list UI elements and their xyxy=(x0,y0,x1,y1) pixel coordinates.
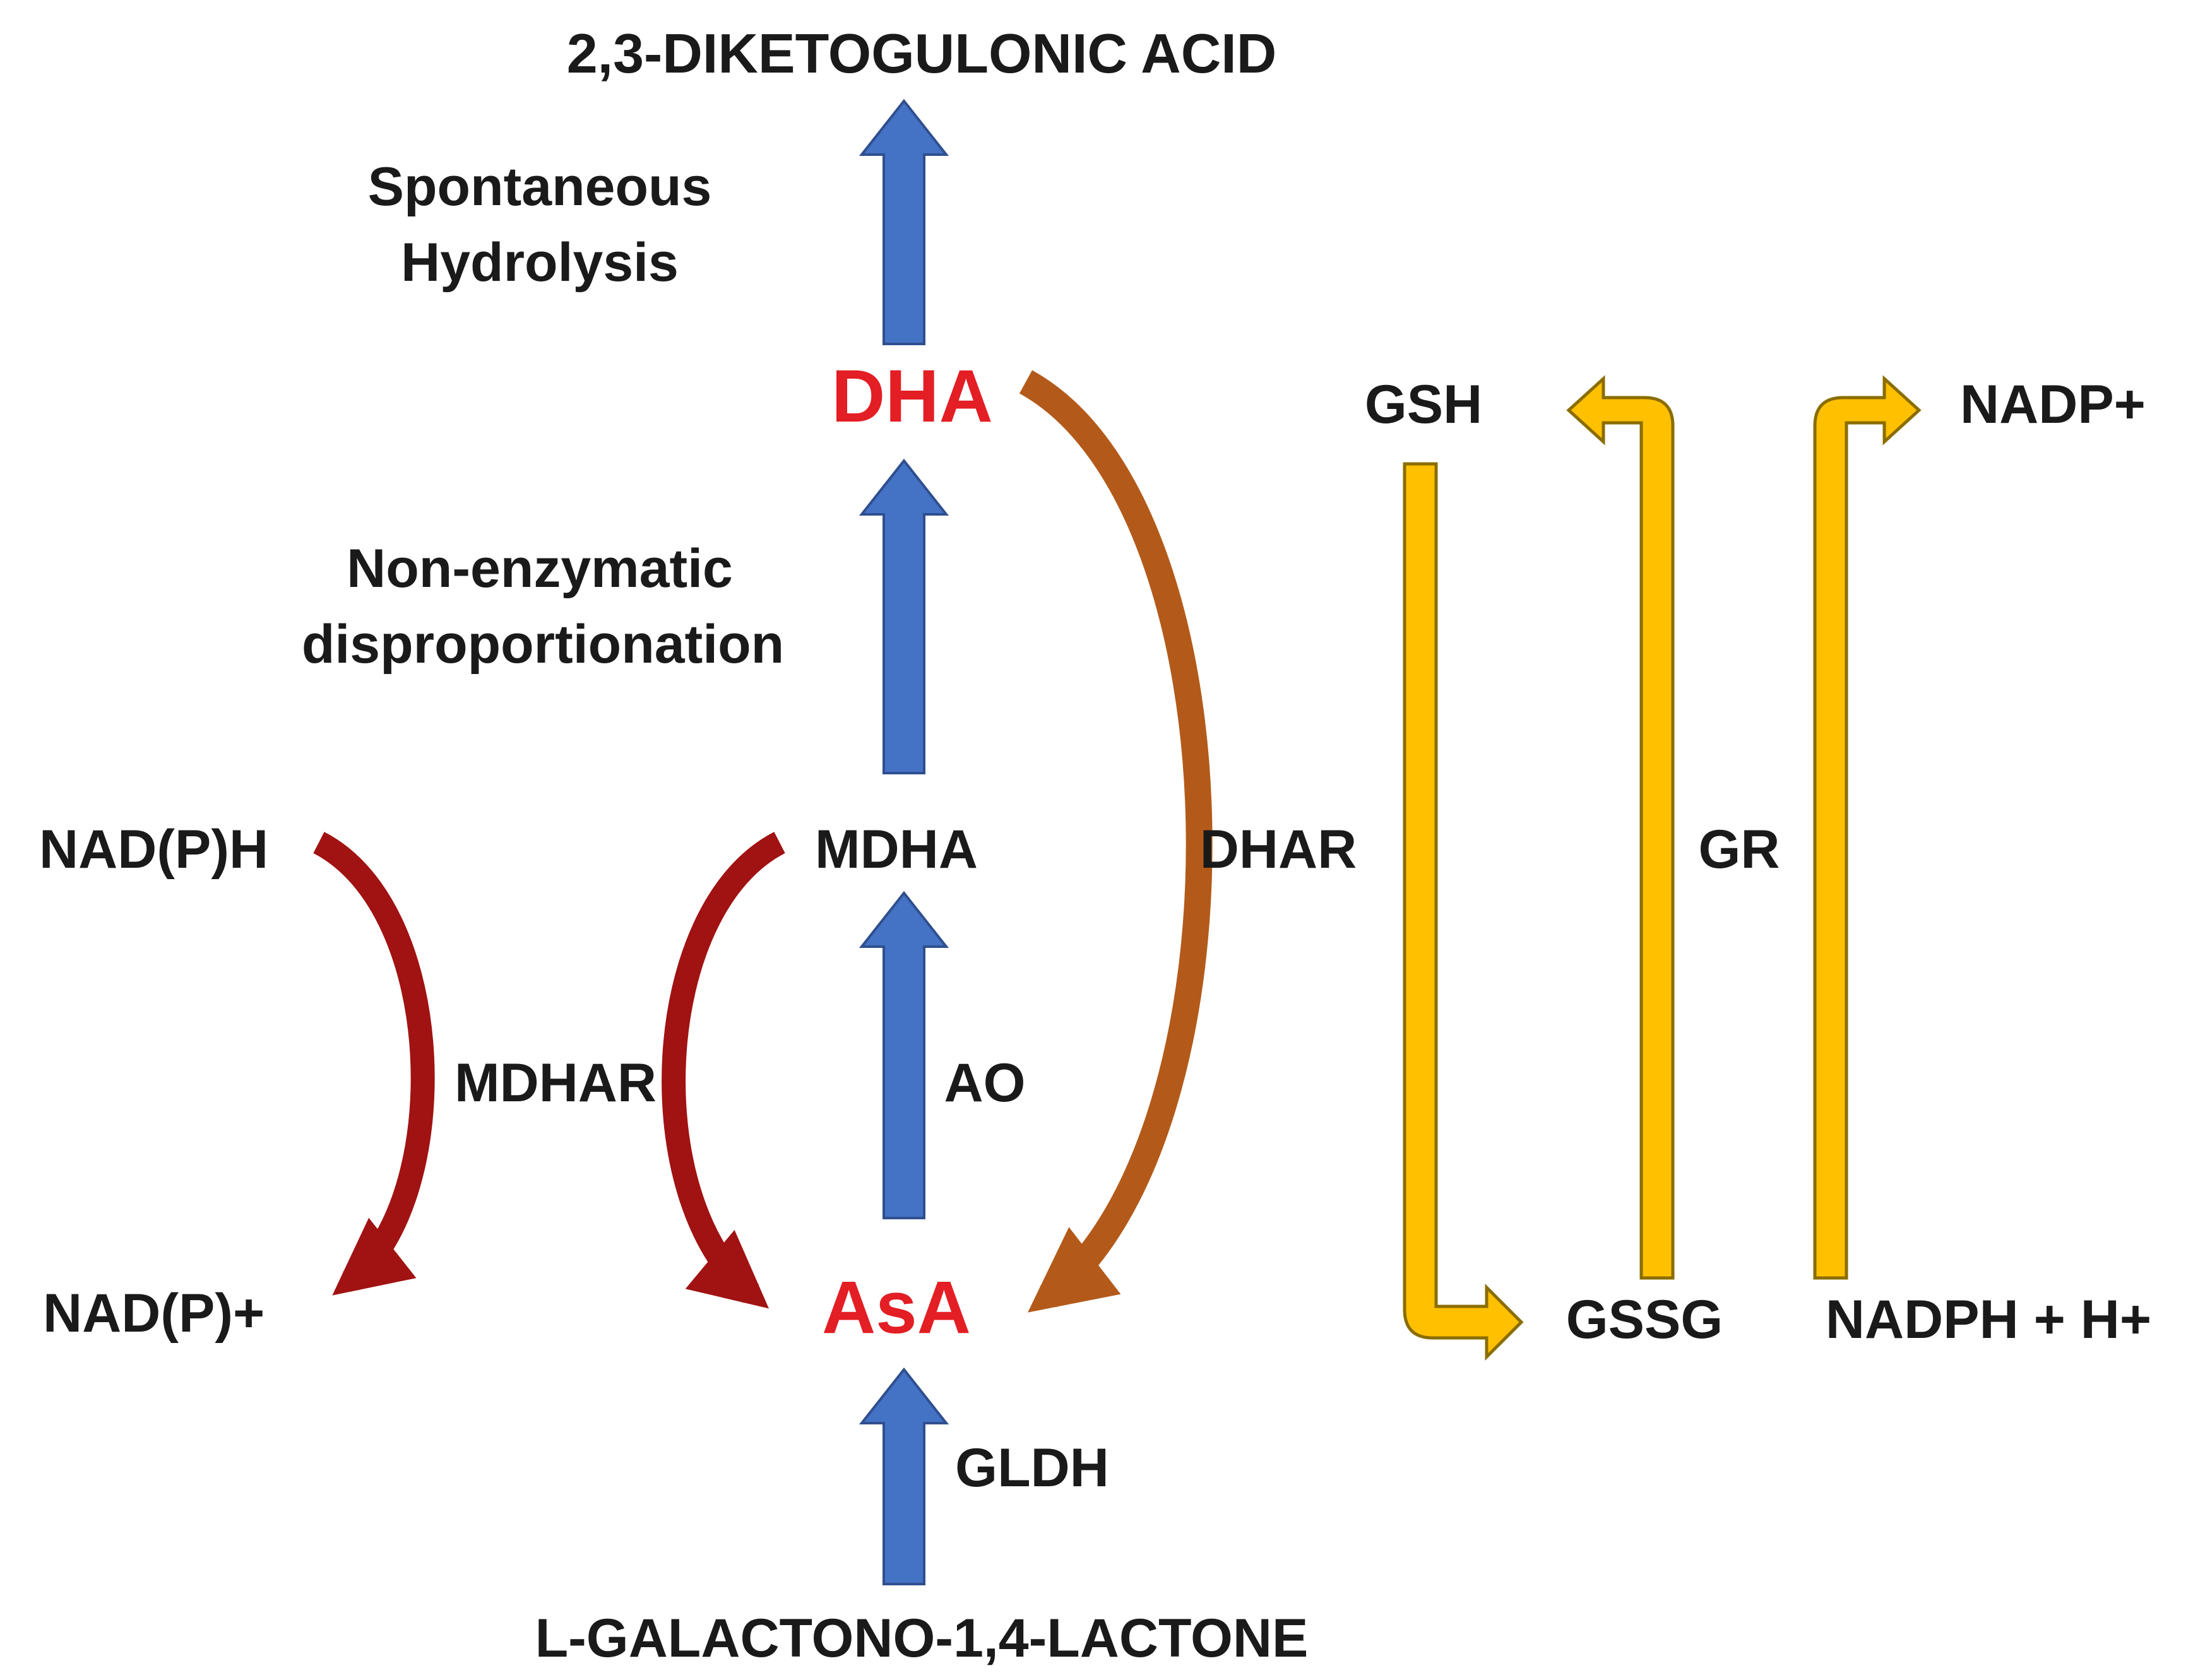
arrow-gsh-to-gssg-shape xyxy=(1403,462,1524,1361)
label-nadph-left: NAD(P)H xyxy=(39,819,268,880)
label-gssg: GSSG xyxy=(1566,1289,1723,1350)
arrow-lactone-to-asa xyxy=(859,1367,949,1585)
label-mdhar: MDHAR xyxy=(455,1053,657,1113)
label-disproportionation: disproportionation xyxy=(302,614,784,675)
mdhar-arrows xyxy=(312,832,785,1309)
label-nadp-right: NADP+ xyxy=(1960,374,2146,435)
arrow-mdha-to-asa xyxy=(662,832,785,1309)
arrow-mdha-to-dha xyxy=(859,458,949,774)
arrow-asa-to-mdha xyxy=(859,890,949,1219)
label-gldh: GLDH xyxy=(955,1438,1109,1498)
label-dhar: DHAR xyxy=(1200,819,1357,880)
label-nadph-h: NADPH + H+ xyxy=(1826,1289,2151,1350)
label-ao: AO xyxy=(944,1053,1026,1113)
arrow-dha-to-diketogulonic xyxy=(859,98,949,345)
label-gsh: GSH xyxy=(1365,374,1482,435)
arrow-nadph-to-nadp xyxy=(312,832,435,1296)
arrow-dha-to-asa-dhar xyxy=(1019,370,1213,1313)
label-asa: AsA xyxy=(822,1266,971,1349)
label-gr: GR xyxy=(1699,819,1780,880)
labels: 2,3-DIKETOGULONIC ACID Spontaneous Hydro… xyxy=(39,22,2151,1669)
label-hydrolysis: Hydrolysis xyxy=(401,232,679,293)
arrow-gssg-to-gsh-shape xyxy=(1566,375,1675,1280)
label-nadp-left: NAD(P)+ xyxy=(43,1283,264,1344)
label-diketogulonic-acid: 2,3-DIKETOGULONIC ACID xyxy=(567,22,1277,85)
label-spontaneous: Spontaneous xyxy=(368,157,712,217)
label-mdha: MDHA xyxy=(815,819,978,880)
label-dha: DHA xyxy=(831,355,993,438)
blue-arrows xyxy=(859,98,949,1585)
label-non-enzymatic: Non-enzymatic xyxy=(347,538,733,599)
label-lactone: L-GALACTONO-1,4-LACTONE xyxy=(535,1608,1309,1669)
yellow-arrows xyxy=(1403,375,1922,1361)
arrow-nadph-to-nadp-shape xyxy=(1813,375,1922,1280)
